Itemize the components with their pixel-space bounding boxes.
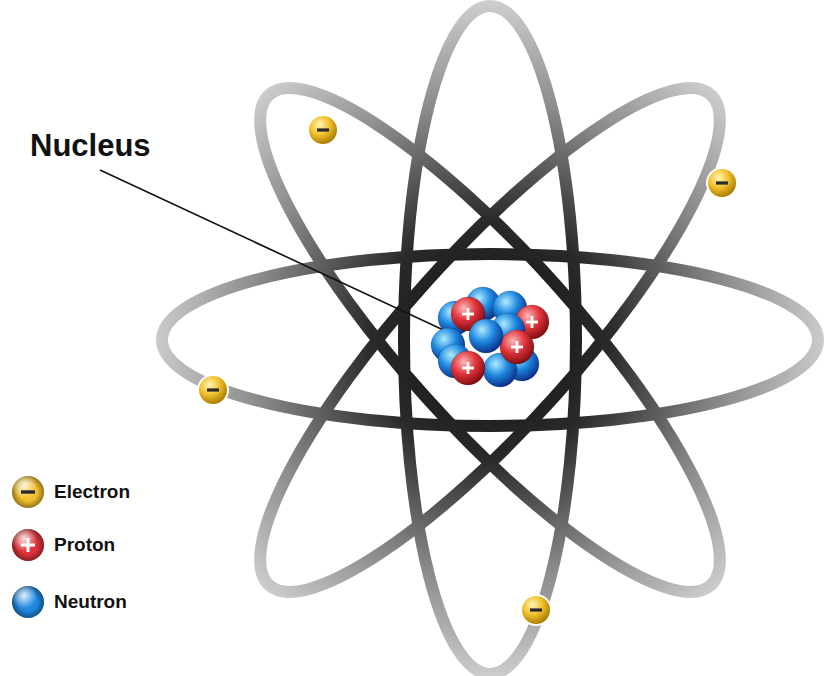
electron-symbol <box>307 114 339 146</box>
orbit-path <box>404 6 576 674</box>
part-label: Nucleus <box>30 128 151 164</box>
proton-symbol <box>451 351 485 385</box>
electron-symbol <box>197 374 229 406</box>
legend-swatch <box>12 586 44 618</box>
orbit-path <box>205 37 774 643</box>
electron-symbol <box>706 167 738 199</box>
proton-symbol <box>500 330 534 364</box>
leader-line <box>100 170 452 334</box>
orbit-path <box>162 254 818 426</box>
neutron-symbol <box>469 319 503 353</box>
orbit-group <box>162 6 818 674</box>
legend-swatch-icon <box>10 527 46 563</box>
orbit-path <box>205 37 774 643</box>
electron-symbol <box>520 594 552 626</box>
legend-label: Electron <box>54 480 130 504</box>
nucleus-cluster <box>431 287 549 387</box>
legend-swatch-icon <box>10 474 46 510</box>
legend-swatch-icon <box>10 584 46 620</box>
label-text: Nucleus <box>30 128 151 163</box>
legend-label: Proton <box>54 533 115 557</box>
legend-swatch <box>12 476 44 508</box>
legend-swatch <box>12 529 44 561</box>
legend-label: Neutron <box>54 590 127 614</box>
electron-group <box>197 114 738 626</box>
